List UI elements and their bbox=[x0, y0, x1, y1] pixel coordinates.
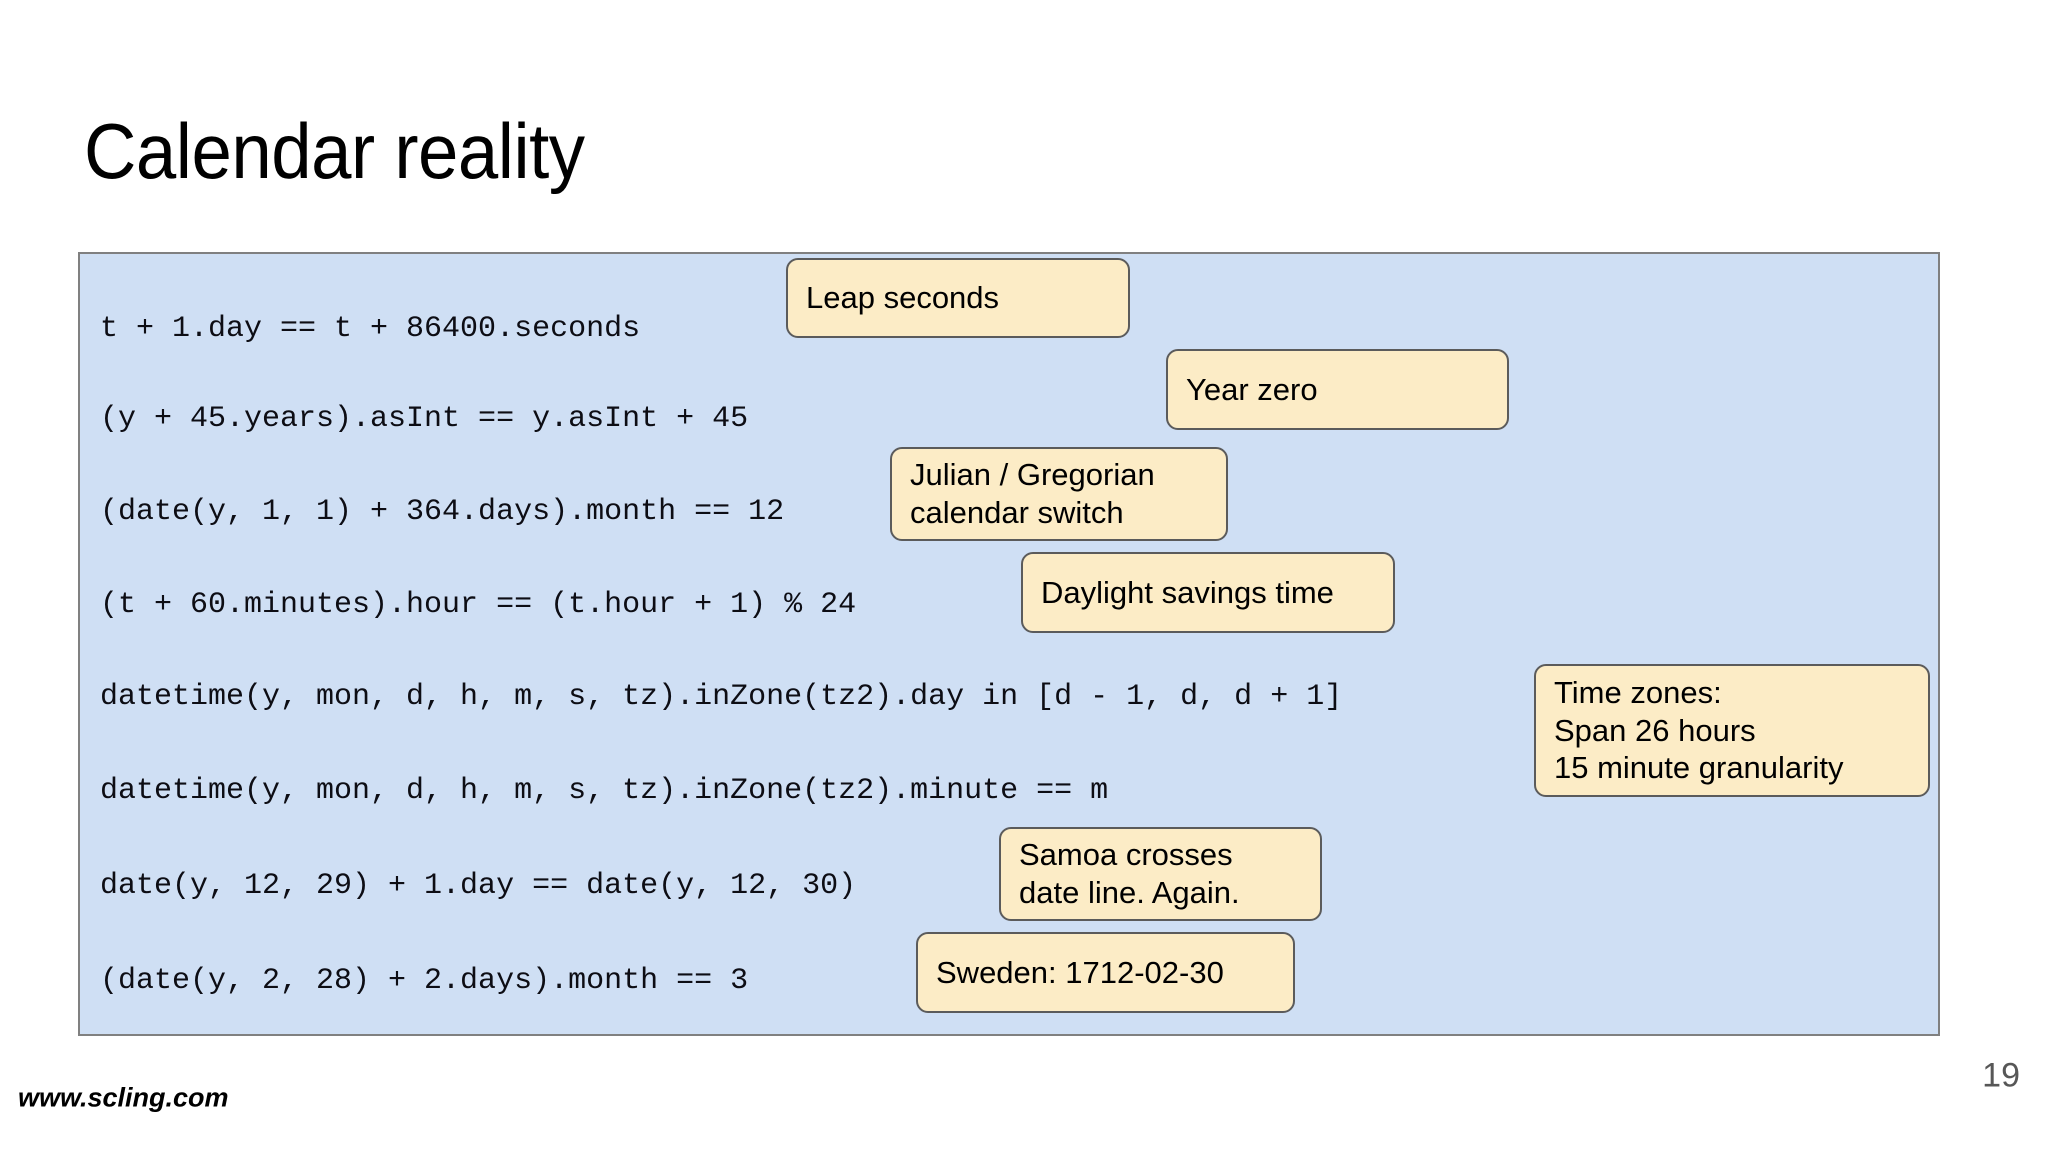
callout-line: Span 26 hours bbox=[1554, 712, 1756, 748]
code-line: datetime(y, mon, d, h, m, s, tz).inZone(… bbox=[100, 774, 1109, 808]
page-title: Calendar reality bbox=[84, 107, 585, 195]
callout-line: date line. Again. bbox=[1019, 875, 1240, 910]
code-line: (t + 60.minutes).hour == (t.hour + 1) % … bbox=[100, 588, 857, 622]
code-line: date(y, 12, 29) + 1.day == date(y, 12, 3… bbox=[100, 869, 857, 903]
callout-line: calendar switch bbox=[910, 495, 1124, 530]
code-line: (y + 45.years).asInt == y.asInt + 45 bbox=[100, 402, 749, 436]
callout-daylight-savings-time: Daylight savings time bbox=[1021, 552, 1395, 633]
callout-line: 15 minute granularity bbox=[1554, 750, 1844, 786]
code-line: (date(y, 2, 28) + 2.days).month == 3 bbox=[100, 964, 749, 998]
callout-leap-seconds: Leap seconds bbox=[786, 258, 1130, 338]
callout-line: Leap seconds bbox=[806, 280, 1000, 316]
footer-url: www.scling.com bbox=[18, 1082, 229, 1113]
callout-line: Time zones: bbox=[1554, 674, 1722, 710]
code-line: (date(y, 1, 1) + 364.days).month == 12 bbox=[100, 495, 785, 529]
callout-year-zero: Year zero bbox=[1166, 349, 1509, 430]
callout-line: Daylight savings time bbox=[1041, 574, 1334, 610]
page-number: 19 bbox=[1982, 1056, 2020, 1095]
callout-line: Julian / Gregorian bbox=[910, 457, 1155, 493]
callout-sweden-date: Sweden: 1712-02-30 bbox=[916, 932, 1295, 1013]
callout-line: Year zero bbox=[1186, 371, 1318, 407]
code-line: t + 1.day == t + 86400.seconds bbox=[100, 312, 641, 346]
callout-line: Sweden: 1712-02-30 bbox=[936, 954, 1224, 990]
code-line: datetime(y, mon, d, h, m, s, tz).inZone(… bbox=[100, 680, 1343, 714]
callout-line: Samoa crosses bbox=[1019, 837, 1233, 873]
